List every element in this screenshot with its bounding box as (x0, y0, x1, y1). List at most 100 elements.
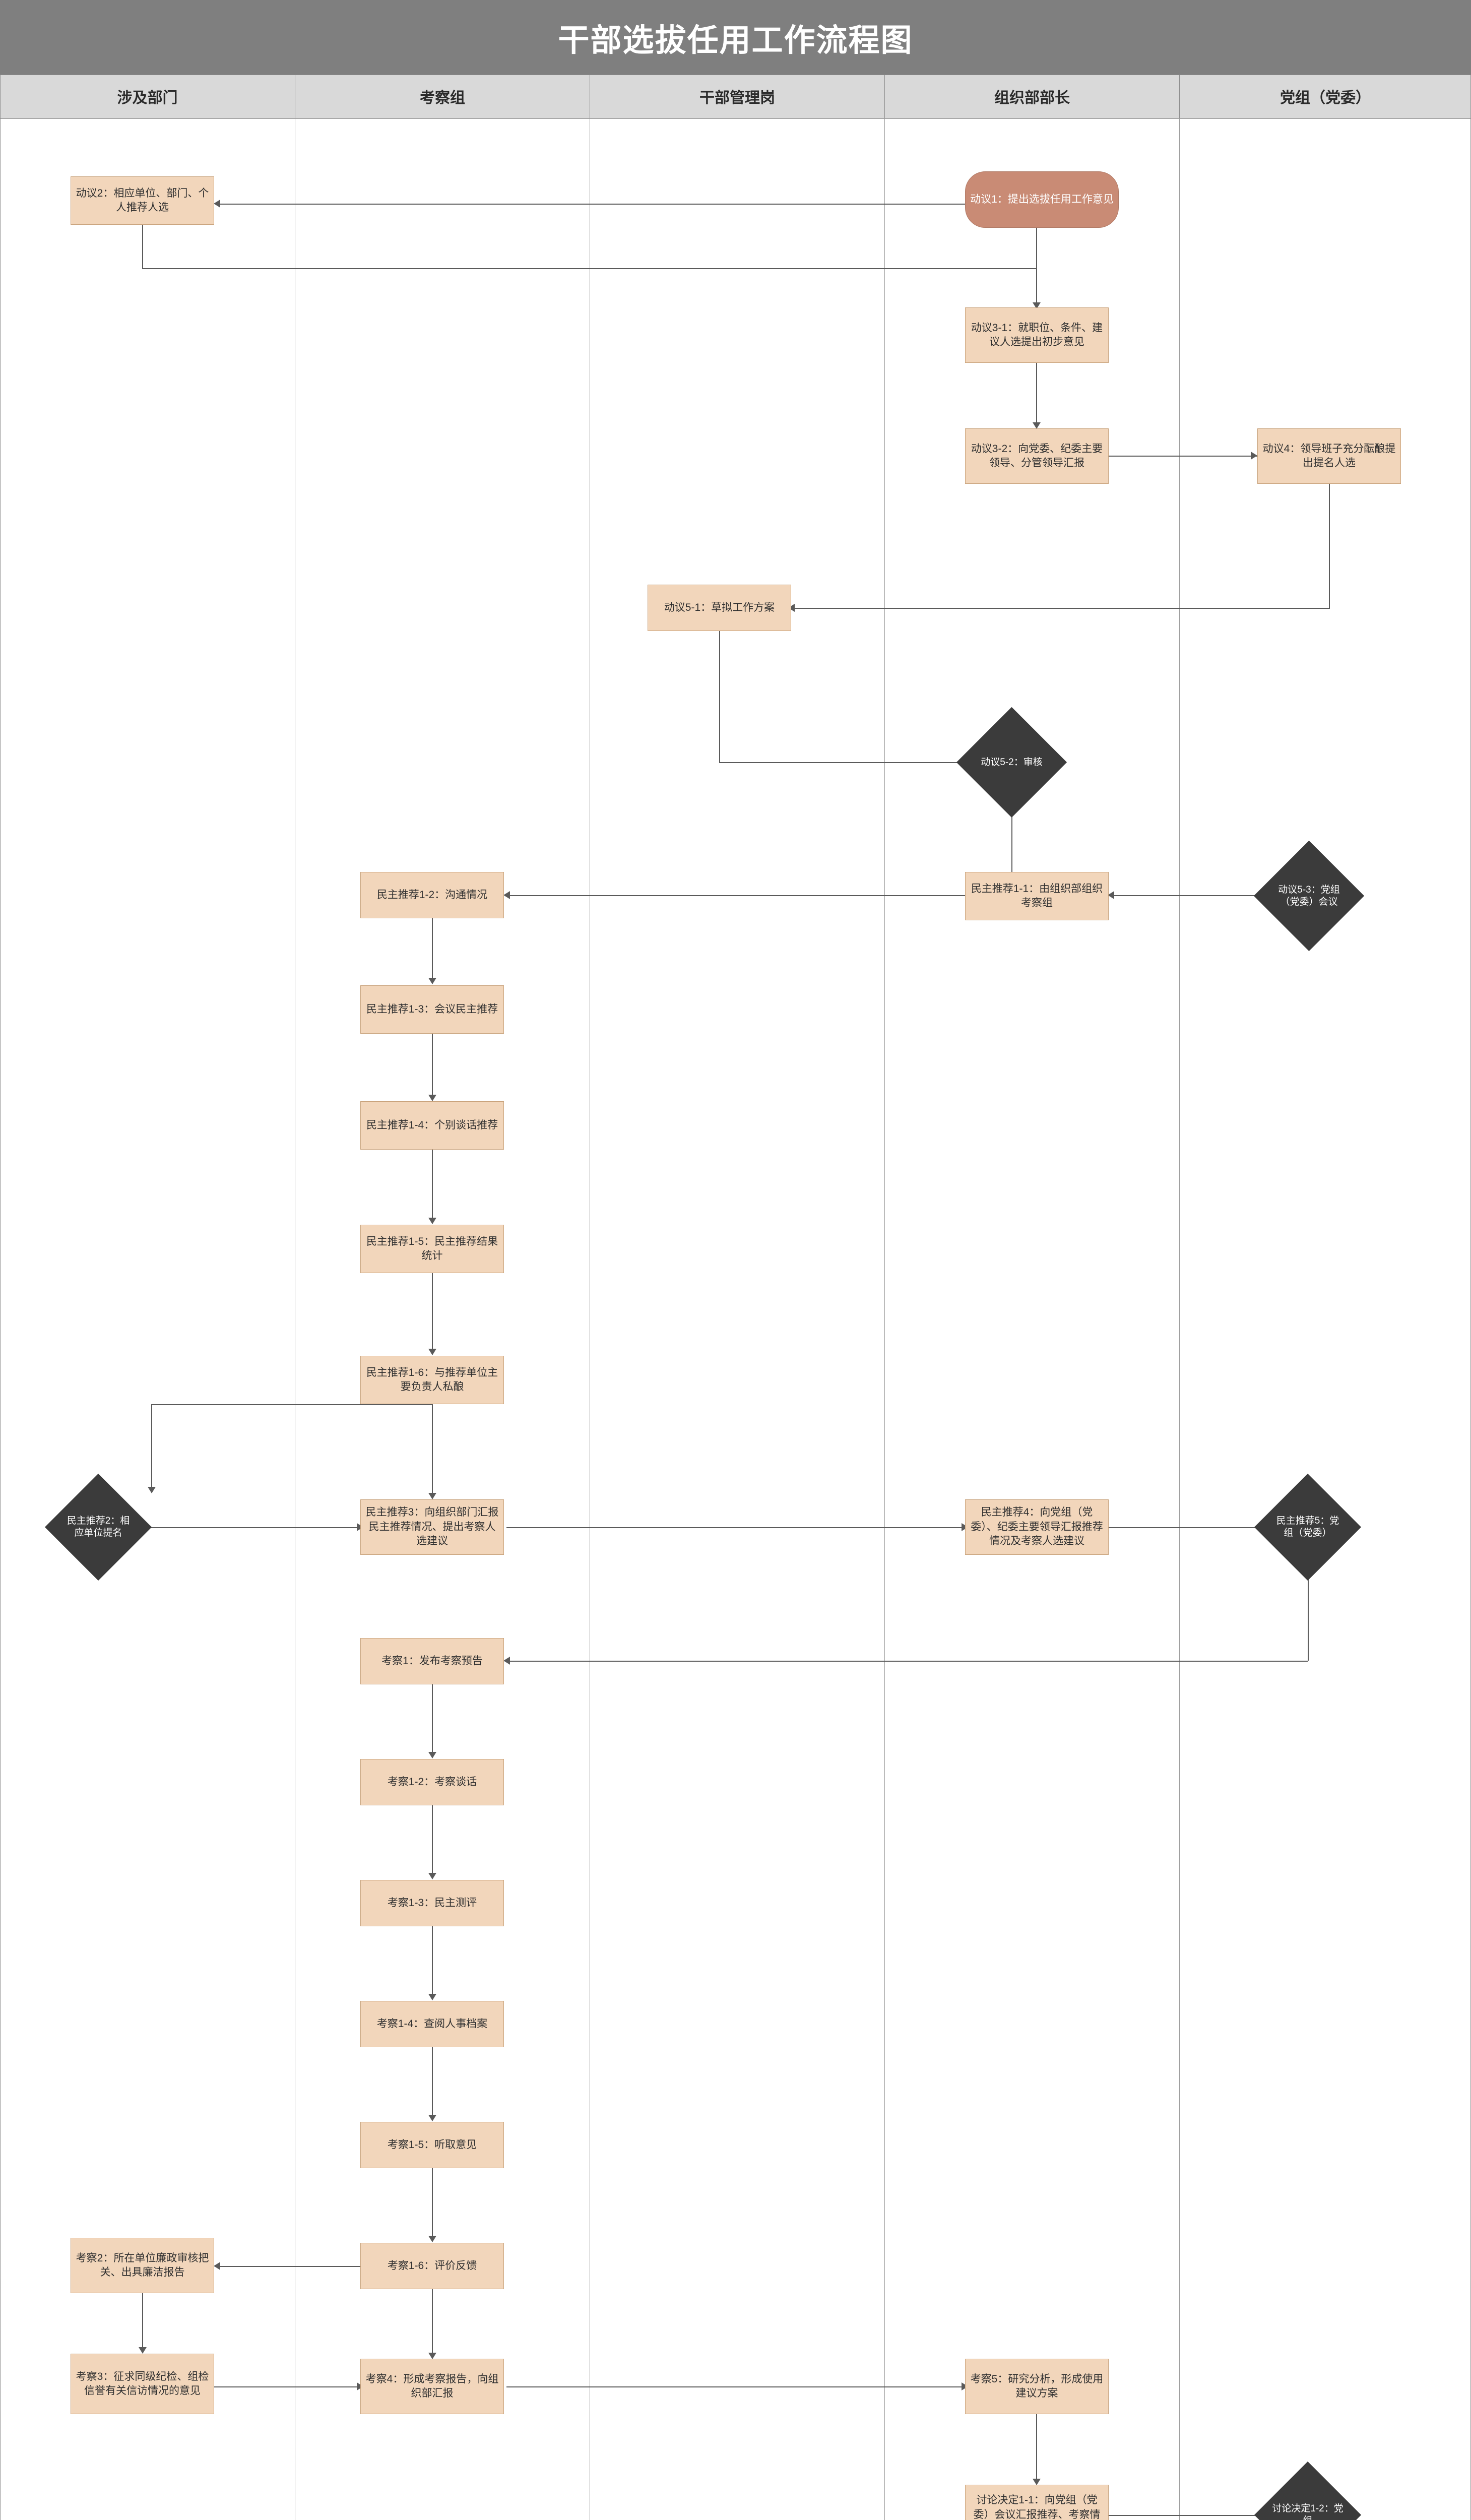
connector (214, 2386, 360, 2387)
flow-node-n06[interactable]: 动议5-1：草拟工作方案 (648, 585, 791, 631)
arrow-head (139, 2347, 147, 2354)
connector (142, 225, 143, 269)
flow-node-n16[interactable]: 民主推荐3：向组织部门汇报民主推荐情况、提出考察人选建议 (360, 1499, 504, 1555)
connector (1011, 801, 1012, 896)
flow-node-label: 民主推荐2：相应单位提名 (67, 1516, 130, 1538)
connector (1109, 2515, 1270, 2516)
connector (432, 1684, 433, 1752)
flow-node-n01[interactable]: 动议1：提出选拔任用工作意见 (965, 171, 1119, 228)
arrow-head (503, 1657, 510, 1665)
arrow-head (428, 1218, 436, 1224)
flow-node-n18[interactable]: 民主推荐5：党组（党委） (1254, 1473, 1362, 1581)
connector (791, 608, 1330, 609)
lane-header-separator-4 (1179, 75, 1180, 118)
connector (506, 2386, 965, 2387)
arrow-head (428, 1493, 436, 1499)
flow-node-n19[interactable]: 考察1：发布考察预告 (360, 1638, 504, 1684)
page-title-bar: 干部选拔任用工作流程图 (0, 0, 1471, 75)
flow-node-n20[interactable]: 考察1-2：考察谈话 (360, 1759, 504, 1805)
lane-separator-3 (884, 118, 885, 2520)
connector (1036, 228, 1037, 307)
connector (1329, 484, 1330, 608)
connector (432, 1404, 433, 1493)
diagram-border (0, 75, 1470, 2520)
arrow-head (1251, 452, 1257, 460)
flow-node-n23[interactable]: 考察1-5：听取意见 (360, 2122, 504, 2168)
flow-node-n03[interactable]: 动议3-1：就职位、条件、建议人选提出初步意见 (965, 307, 1109, 363)
arrow-head (1108, 891, 1114, 899)
connector (136, 1527, 360, 1528)
arrow-head (428, 2115, 436, 2121)
lane-header-4: 党组（党委） (1179, 75, 1471, 118)
arrow-head (214, 200, 220, 208)
arrow-head (214, 2262, 220, 2270)
connector (217, 204, 965, 205)
flow-node-label: 动议5-3：党组（党委）会议 (1278, 884, 1340, 907)
connector (1109, 456, 1257, 457)
flow-node-n17[interactable]: 民主推荐4：向党组（党委）、纪委主要领导汇报推荐情况及考察人选建议 (965, 1499, 1109, 1555)
connector (506, 895, 965, 896)
connector (432, 1150, 433, 1219)
flow-node-n24[interactable]: 考察1-6：评价反馈 (360, 2243, 504, 2289)
connector (432, 1034, 433, 1095)
arrow-head (428, 1349, 436, 1355)
lane-header-row (0, 75, 1471, 119)
flow-node-n10[interactable]: 民主推荐1-2：沟通情况 (360, 872, 504, 918)
flow-node-n22[interactable]: 考察1-4：查阅人事档案 (360, 2001, 504, 2047)
flow-node-n27[interactable]: 考察4：形成考察报告，向组织部汇报 (360, 2359, 504, 2414)
flow-node-n05[interactable]: 动议4：领导班子充分酝酿提出提名人选 (1257, 428, 1401, 484)
connector (217, 2266, 360, 2267)
connector (506, 1661, 1308, 1662)
flow-node-n14[interactable]: 民主推荐1-6：与推荐单位主要负责人私酿 (360, 1356, 504, 1404)
flow-node-label: 民主推荐5：党组（党委） (1276, 1516, 1339, 1538)
arrow-head (1033, 422, 1041, 429)
flow-node-n29[interactable]: 讨论决定1-1：向党组（党委）会议汇报推荐、考察情况提出任用建议 (965, 2485, 1109, 2520)
flow-node-n08[interactable]: 动议5-3：党组（党委）会议 (1253, 840, 1365, 952)
flow-node-n02[interactable]: 动议2：相应单位、部门、个人推荐人选 (71, 176, 214, 225)
connector (432, 2047, 433, 2115)
flow-node-label: 讨论决定1-2：党组 (1272, 2503, 1344, 2520)
page-title: 干部选拔任用工作流程图 (558, 23, 913, 58)
arrow-head (428, 1873, 436, 1879)
flow-node-n12[interactable]: 民主推荐1-4：个别谈话推荐 (360, 1101, 504, 1150)
flow-node-n11[interactable]: 民主推荐1-3：会议民主推荐 (360, 985, 504, 1034)
flow-node-n28[interactable]: 考察5：研究分析，形成使用建议方案 (965, 2359, 1109, 2414)
arrow-head (428, 1095, 436, 1101)
flow-node-n30[interactable]: 讨论决定1-2：党组 (1254, 2461, 1362, 2520)
flow-node-n15[interactable]: 民主推荐2：相应单位提名 (44, 1473, 152, 1581)
flow-node-n25[interactable]: 考察2：所在单位廉政审核把关、出具廉洁报告 (71, 2238, 214, 2293)
lane-header-2: 干部管理岗 (590, 75, 884, 118)
flow-node-n13[interactable]: 民主推荐1-5：民主推荐结果统计 (360, 1225, 504, 1273)
connector (1109, 1527, 1270, 1528)
connector (432, 1926, 433, 1994)
arrow-head (428, 1994, 436, 2000)
arrow-head (428, 978, 436, 984)
arrow-head (148, 1487, 156, 1493)
connector (719, 631, 720, 762)
connector (151, 1404, 152, 1490)
connector (142, 2293, 143, 2348)
flow-node-n09[interactable]: 民主推荐1-1：由组织部组织考察组 (965, 872, 1109, 920)
connector (1036, 2414, 1037, 2480)
lane-header-3: 组织部部长 (884, 75, 1179, 118)
connector (432, 2168, 433, 2236)
connector (432, 1805, 433, 1873)
lane-header-0: 涉及部门 (117, 90, 178, 106)
flow-node-n07[interactable]: 动议5-2：审核 (956, 707, 1067, 818)
flow-node-n04[interactable]: 动议3-2：向党委、纪委主要领导、分管领导汇报 (965, 428, 1109, 484)
arrow-head (1033, 2479, 1041, 2485)
arrow-head (428, 2353, 436, 2359)
connector (432, 1273, 433, 1350)
lane-separator-4 (1179, 118, 1180, 2520)
flow-node-n26[interactable]: 考察3：征求同级纪检、组检信誉有关信访情况的意见 (71, 2354, 214, 2414)
connector (432, 918, 433, 979)
lane-header-1: 考察组 (295, 75, 590, 118)
connector (1036, 363, 1037, 423)
connector (506, 1527, 965, 1528)
connector (432, 2289, 433, 2355)
connector (142, 268, 1037, 269)
flow-node-label: 动议5-2：审核 (981, 757, 1043, 768)
flow-node-n21[interactable]: 考察1-3：民主测评 (360, 1880, 504, 1926)
connector (719, 762, 970, 763)
